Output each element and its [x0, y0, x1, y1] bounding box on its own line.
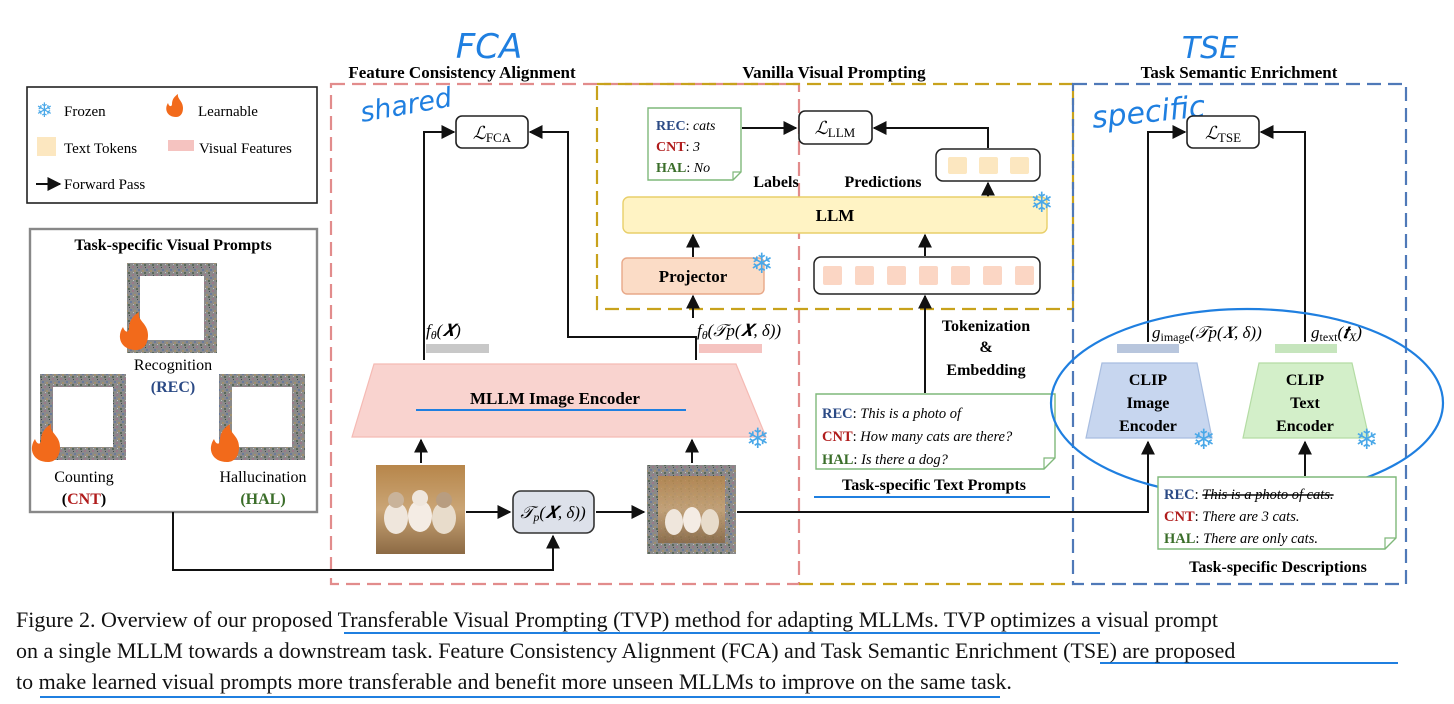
caption-line-1: Figure 2. Overview of our proposed Trans… [16, 607, 1219, 632]
figure-caption: Figure 2. Overview of our proposed Trans… [16, 604, 1446, 697]
clip-image-snowflake-icon: ❄ [1192, 423, 1215, 456]
prompted-to-clip-arrow [737, 440, 1155, 513]
transform-box [512, 490, 595, 534]
ftp-to-fca-arrow [528, 125, 697, 360]
labels-hal: HAL: No [656, 161, 710, 176]
cnt-fire-icon [31, 424, 60, 462]
cnt-abbr: (CNT) [62, 491, 106, 508]
text-tokens-swatch [37, 137, 56, 156]
caption-line-3: to make learned visual prompts more tran… [16, 669, 1012, 694]
prompted-feature-bar [699, 344, 762, 353]
predictions-caption: Predictions [844, 174, 921, 191]
counting-label: Counting [54, 469, 114, 486]
descriptions-note [1157, 476, 1397, 550]
recognition-label: Recognition [134, 357, 212, 374]
legend-text-tokens: Text Tokens [64, 141, 137, 157]
text-prompt-cnt: CNT: How many cats are there? [822, 429, 1013, 445]
original-cat-image [376, 465, 465, 554]
visual-features-swatch [168, 140, 194, 151]
hal-fire-icon [210, 424, 239, 462]
encoder-snowflake-icon: ❄ [746, 422, 769, 455]
tse-loss-label: ℒTSE [1205, 123, 1241, 145]
vvp-title: Vanilla Visual Prompting [742, 63, 926, 82]
fire-icon [166, 94, 183, 117]
clip-text-encoder [1242, 362, 1370, 439]
labels-cnt: CNT: 3 [656, 140, 700, 155]
amp-label: & [979, 339, 992, 356]
labels-rec: REC: cats [656, 119, 716, 134]
hallucination-label: Hallucination [219, 469, 306, 486]
clip-image-feature-bar [1117, 344, 1179, 353]
projector-label: Projector [659, 267, 728, 286]
fca-loss-label: ℒFCA [473, 123, 512, 145]
tse-title: Task Semantic Enrichment [1141, 63, 1338, 82]
labels-note-box [647, 107, 742, 181]
description-cnt: CNT: There are 3 cats. [1164, 509, 1299, 525]
fca-loss-box [455, 115, 529, 149]
handwritten-shared: shared [358, 82, 455, 129]
labels-caption: Labels [753, 174, 798, 191]
rec-fire-icon [119, 312, 148, 350]
fca-section-box [329, 82, 801, 586]
projector-block [621, 257, 765, 295]
handwritten-tse: TSE [1182, 31, 1238, 66]
fx-to-fca-arrow [423, 125, 456, 360]
predictions-to-llm-loss-arrow [872, 121, 989, 148]
transform-label: 𝒯p(𝑿, δ)) [520, 503, 586, 524]
clip-image-line2: Image [1127, 395, 1170, 412]
clip-text-feature-bar [1275, 344, 1337, 353]
encoder-label: MLLM Image Encoder [470, 389, 640, 408]
tokenization-label: Tokenization [942, 318, 1030, 335]
clip-text-snowflake-icon: ❄ [1355, 423, 1378, 456]
description-rec: REC: This is a photo of cats. [1164, 487, 1334, 503]
projector-snowflake-icon: ❄ [750, 247, 773, 280]
llm-label: LLM [816, 206, 855, 225]
text-prompt-hal: HAL: Is there a dog? [822, 452, 949, 468]
caption-line-2: on a single MLLM towards a downstream ta… [16, 638, 1236, 663]
clip-image-line1: CLIP [1129, 372, 1167, 389]
clip-image-line3: Encoder [1119, 418, 1177, 435]
llm-snowflake-icon: ❄ [1030, 186, 1053, 219]
prompted-cat-image [647, 465, 736, 554]
llm-loss-box [798, 110, 873, 145]
clip-image-encoder [1085, 362, 1213, 439]
clip-text-line2: Text [1290, 395, 1320, 412]
f-theta-x-label: fθ(𝑿) [426, 321, 461, 342]
g-image-label: gimage(𝒯p(𝑿, δ)) [1152, 323, 1262, 344]
clip-text-line1: CLIP [1286, 372, 1324, 389]
hal-abbr: (HAL) [240, 491, 285, 508]
embedding-label: Embedding [946, 362, 1025, 379]
clean-feature-bar [426, 344, 489, 353]
fca-title: Feature Consistency Alignment [348, 63, 576, 82]
legend-learnable: Learnable [198, 104, 258, 120]
rec-abbr: (REC) [151, 379, 195, 396]
description-hal: HAL: There are only cats. [1164, 531, 1318, 547]
tse-section-box [1071, 82, 1408, 586]
snowflake-icon: ❄ [36, 98, 53, 122]
gtext-to-tse-arrow [1259, 125, 1306, 342]
text-prompt-rec: REC: This is a photo of [822, 406, 963, 422]
f-theta-tp-label: fθ(𝒯p(𝑿, δ)) [697, 321, 781, 342]
prompt-to-transform-arrow [172, 512, 560, 571]
handwritten-fca: FCA [456, 27, 523, 67]
legend-visual-features: Visual Features [199, 141, 292, 157]
legend-forward-pass: Forward Pass [64, 177, 145, 193]
text-prompts-title: Task-specific Text Prompts [842, 477, 1026, 494]
descriptions-title: Task-specific Descriptions [1189, 559, 1367, 576]
vvp-section-box [595, 82, 1075, 311]
clip-text-line3: Encoder [1276, 418, 1334, 435]
gimage-to-tse-arrow [1147, 125, 1187, 342]
text-prompts-note [815, 393, 1056, 470]
mllm-image-encoder [351, 363, 767, 438]
llm-loss-label: ℒLLM [815, 118, 856, 140]
llm-block [622, 196, 1048, 234]
visual-prompts-title: Task-specific Visual Prompts [74, 237, 271, 254]
g-text-label: gtext(𝒕X) [1311, 323, 1362, 344]
legend-frozen: Frozen [64, 104, 106, 120]
tse-loss-box [1186, 115, 1260, 149]
